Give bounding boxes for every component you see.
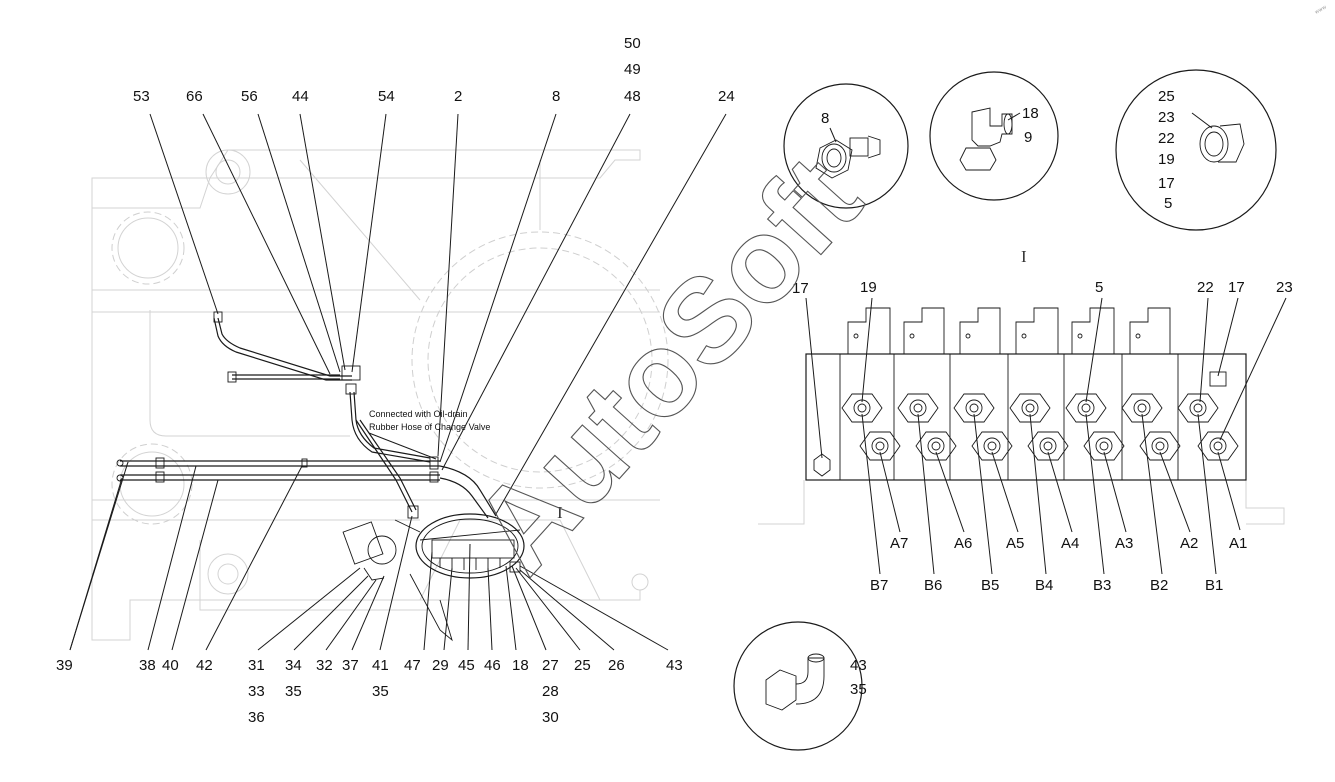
callout-56: 56 — [241, 88, 258, 105]
detail-43-label: 43 — [850, 657, 867, 674]
port-label-a4: A4 — [1061, 535, 1079, 552]
callout-18: 18 — [512, 657, 529, 674]
callout-33: 33 — [248, 683, 265, 700]
callout-40: 40 — [162, 657, 179, 674]
detail-25-label: 25 — [1158, 88, 1175, 105]
port-label-b1: B1 — [1205, 577, 1223, 594]
oil-drain-note: Connected with Oil-drain Rubber Hose of … — [368, 409, 490, 460]
detail-elbow-43-35: 43 35 — [733, 621, 867, 751]
valve-label-19: 19 — [860, 279, 877, 296]
detail-35-label: 35 — [850, 681, 867, 698]
callout-35-b: 35 — [372, 683, 389, 700]
detail-8-label: 8 — [821, 110, 829, 127]
callout-8: 8 — [552, 88, 560, 105]
leader-lines-left — [69, 113, 727, 651]
callout-32: 32 — [316, 657, 333, 674]
valve-view-i: I — [758, 247, 1293, 594]
callout-36: 36 — [248, 709, 265, 726]
callout-41: 41 — [372, 657, 389, 674]
port-label-b2: B2 — [1150, 577, 1168, 594]
note-line-2: Rubber Hose of Change Valve — [369, 422, 490, 432]
callout-48: 48 — [624, 88, 641, 105]
detail-22-label: 22 — [1158, 130, 1175, 147]
port-label-a2: A2 — [1180, 535, 1198, 552]
callout-42: 42 — [196, 657, 213, 674]
callout-28: 28 — [542, 683, 559, 700]
callout-45: 45 — [458, 657, 475, 674]
frame-background — [91, 149, 669, 641]
callout-31: 31 — [248, 657, 265, 674]
callout-37: 37 — [342, 657, 359, 674]
port-label-a7: A7 — [890, 535, 908, 552]
valve-label-17-right: 17 — [1228, 279, 1245, 296]
port-label-a5: A5 — [1006, 535, 1024, 552]
port-label-b3: B3 — [1093, 577, 1111, 594]
callout-2: 2 — [454, 88, 462, 105]
detail-23-label: 23 — [1158, 109, 1175, 126]
callouts-bottom: 39 38 40 42 31 33 36 34 35 32 37 41 35 4… — [56, 657, 683, 726]
port-label-b6: B6 — [924, 577, 942, 594]
callout-35-a: 35 — [285, 683, 302, 700]
callout-29: 29 — [432, 657, 449, 674]
watermark-text: AutoSoft — [448, 131, 886, 597]
callout-53: 53 — [133, 88, 150, 105]
detail-17-label: 17 — [1158, 175, 1175, 192]
callout-24: 24 — [718, 88, 735, 105]
port-label-b7: B7 — [870, 577, 888, 594]
valve-label-5: 5 — [1095, 279, 1103, 296]
detail-fitting-8: 8 — [783, 83, 909, 209]
watermark-corner-mark: www — [1314, 4, 1328, 15]
callout-54: 54 — [378, 88, 395, 105]
piping-lines — [116, 311, 525, 642]
valve-label-17-left: 17 — [792, 280, 809, 297]
port-label-b5: B5 — [981, 577, 999, 594]
section-mark-i: I — [557, 503, 563, 522]
callout-50: 50 — [624, 35, 641, 52]
valve-view-title: I — [1021, 247, 1027, 266]
callout-46: 46 — [484, 657, 501, 674]
callout-34: 34 — [285, 657, 302, 674]
valve-label-22: 22 — [1197, 279, 1214, 296]
detail-9-label: 9 — [1024, 129, 1032, 146]
callout-49: 49 — [624, 61, 641, 78]
detail-18-label: 18 — [1022, 105, 1039, 122]
callout-66: 66 — [186, 88, 203, 105]
detail-19-label: 19 — [1158, 151, 1175, 168]
port-label-a6: A6 — [954, 535, 972, 552]
port-label-b4: B4 — [1035, 577, 1053, 594]
callout-27: 27 — [542, 657, 559, 674]
autosoft-watermark: AutoSoft www — [447, 4, 1328, 598]
callouts-top: 53 66 56 44 54 2 8 50 49 48 24 — [133, 35, 735, 105]
callout-38: 38 — [139, 657, 156, 674]
detail-tee-18-9: 18 9 — [929, 71, 1059, 201]
callout-26: 26 — [608, 657, 625, 674]
valve-label-23: 23 — [1276, 279, 1293, 296]
port-label-a3: A3 — [1115, 535, 1133, 552]
note-line-1: Connected with Oil-drain — [369, 409, 468, 419]
detail-5-label: 5 — [1164, 195, 1172, 212]
callout-25: 25 — [574, 657, 591, 674]
callout-44: 44 — [292, 88, 309, 105]
port-label-a1: A1 — [1229, 535, 1247, 552]
callout-43: 43 — [666, 657, 683, 674]
callout-30: 30 — [542, 709, 559, 726]
callout-47: 47 — [404, 657, 421, 674]
detail-plug-stack: 25 23 22 19 17 5 — [1115, 69, 1277, 231]
callout-39: 39 — [56, 657, 73, 674]
